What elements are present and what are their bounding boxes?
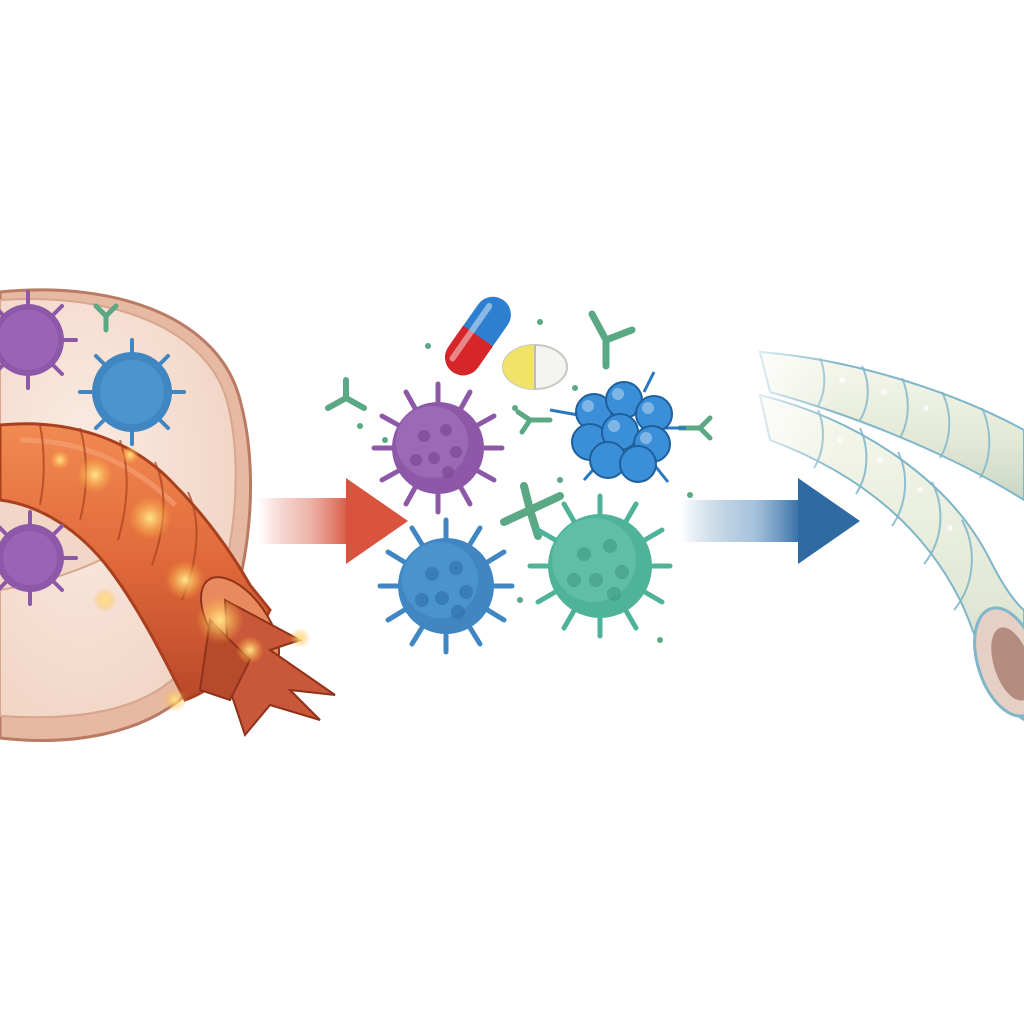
inflamed-tissue-panel bbox=[0, 288, 336, 742]
protein-cluster-icon bbox=[549, 371, 686, 483]
particles bbox=[357, 319, 693, 643]
healthy-vessel-panel bbox=[730, 330, 1024, 722]
virus-icon bbox=[371, 381, 505, 515]
antibody-icon bbox=[588, 310, 636, 370]
virus-icon bbox=[78, 338, 186, 446]
virus-icon bbox=[377, 517, 515, 655]
virus-icon bbox=[527, 493, 673, 639]
antibody-icon bbox=[325, 377, 367, 411]
antibody-icon bbox=[500, 482, 564, 540]
tablet-icon bbox=[502, 344, 568, 390]
capsule-icon bbox=[445, 296, 511, 376]
arrow-icon bbox=[258, 478, 408, 564]
antibody-icon bbox=[515, 409, 553, 435]
virus-icon bbox=[0, 290, 78, 390]
arrow-icon bbox=[680, 478, 860, 564]
antibody-icon bbox=[93, 303, 119, 333]
virus-icon bbox=[0, 510, 78, 606]
inflammation-glow bbox=[50, 446, 310, 712]
treatment-agents-panel bbox=[325, 296, 713, 655]
